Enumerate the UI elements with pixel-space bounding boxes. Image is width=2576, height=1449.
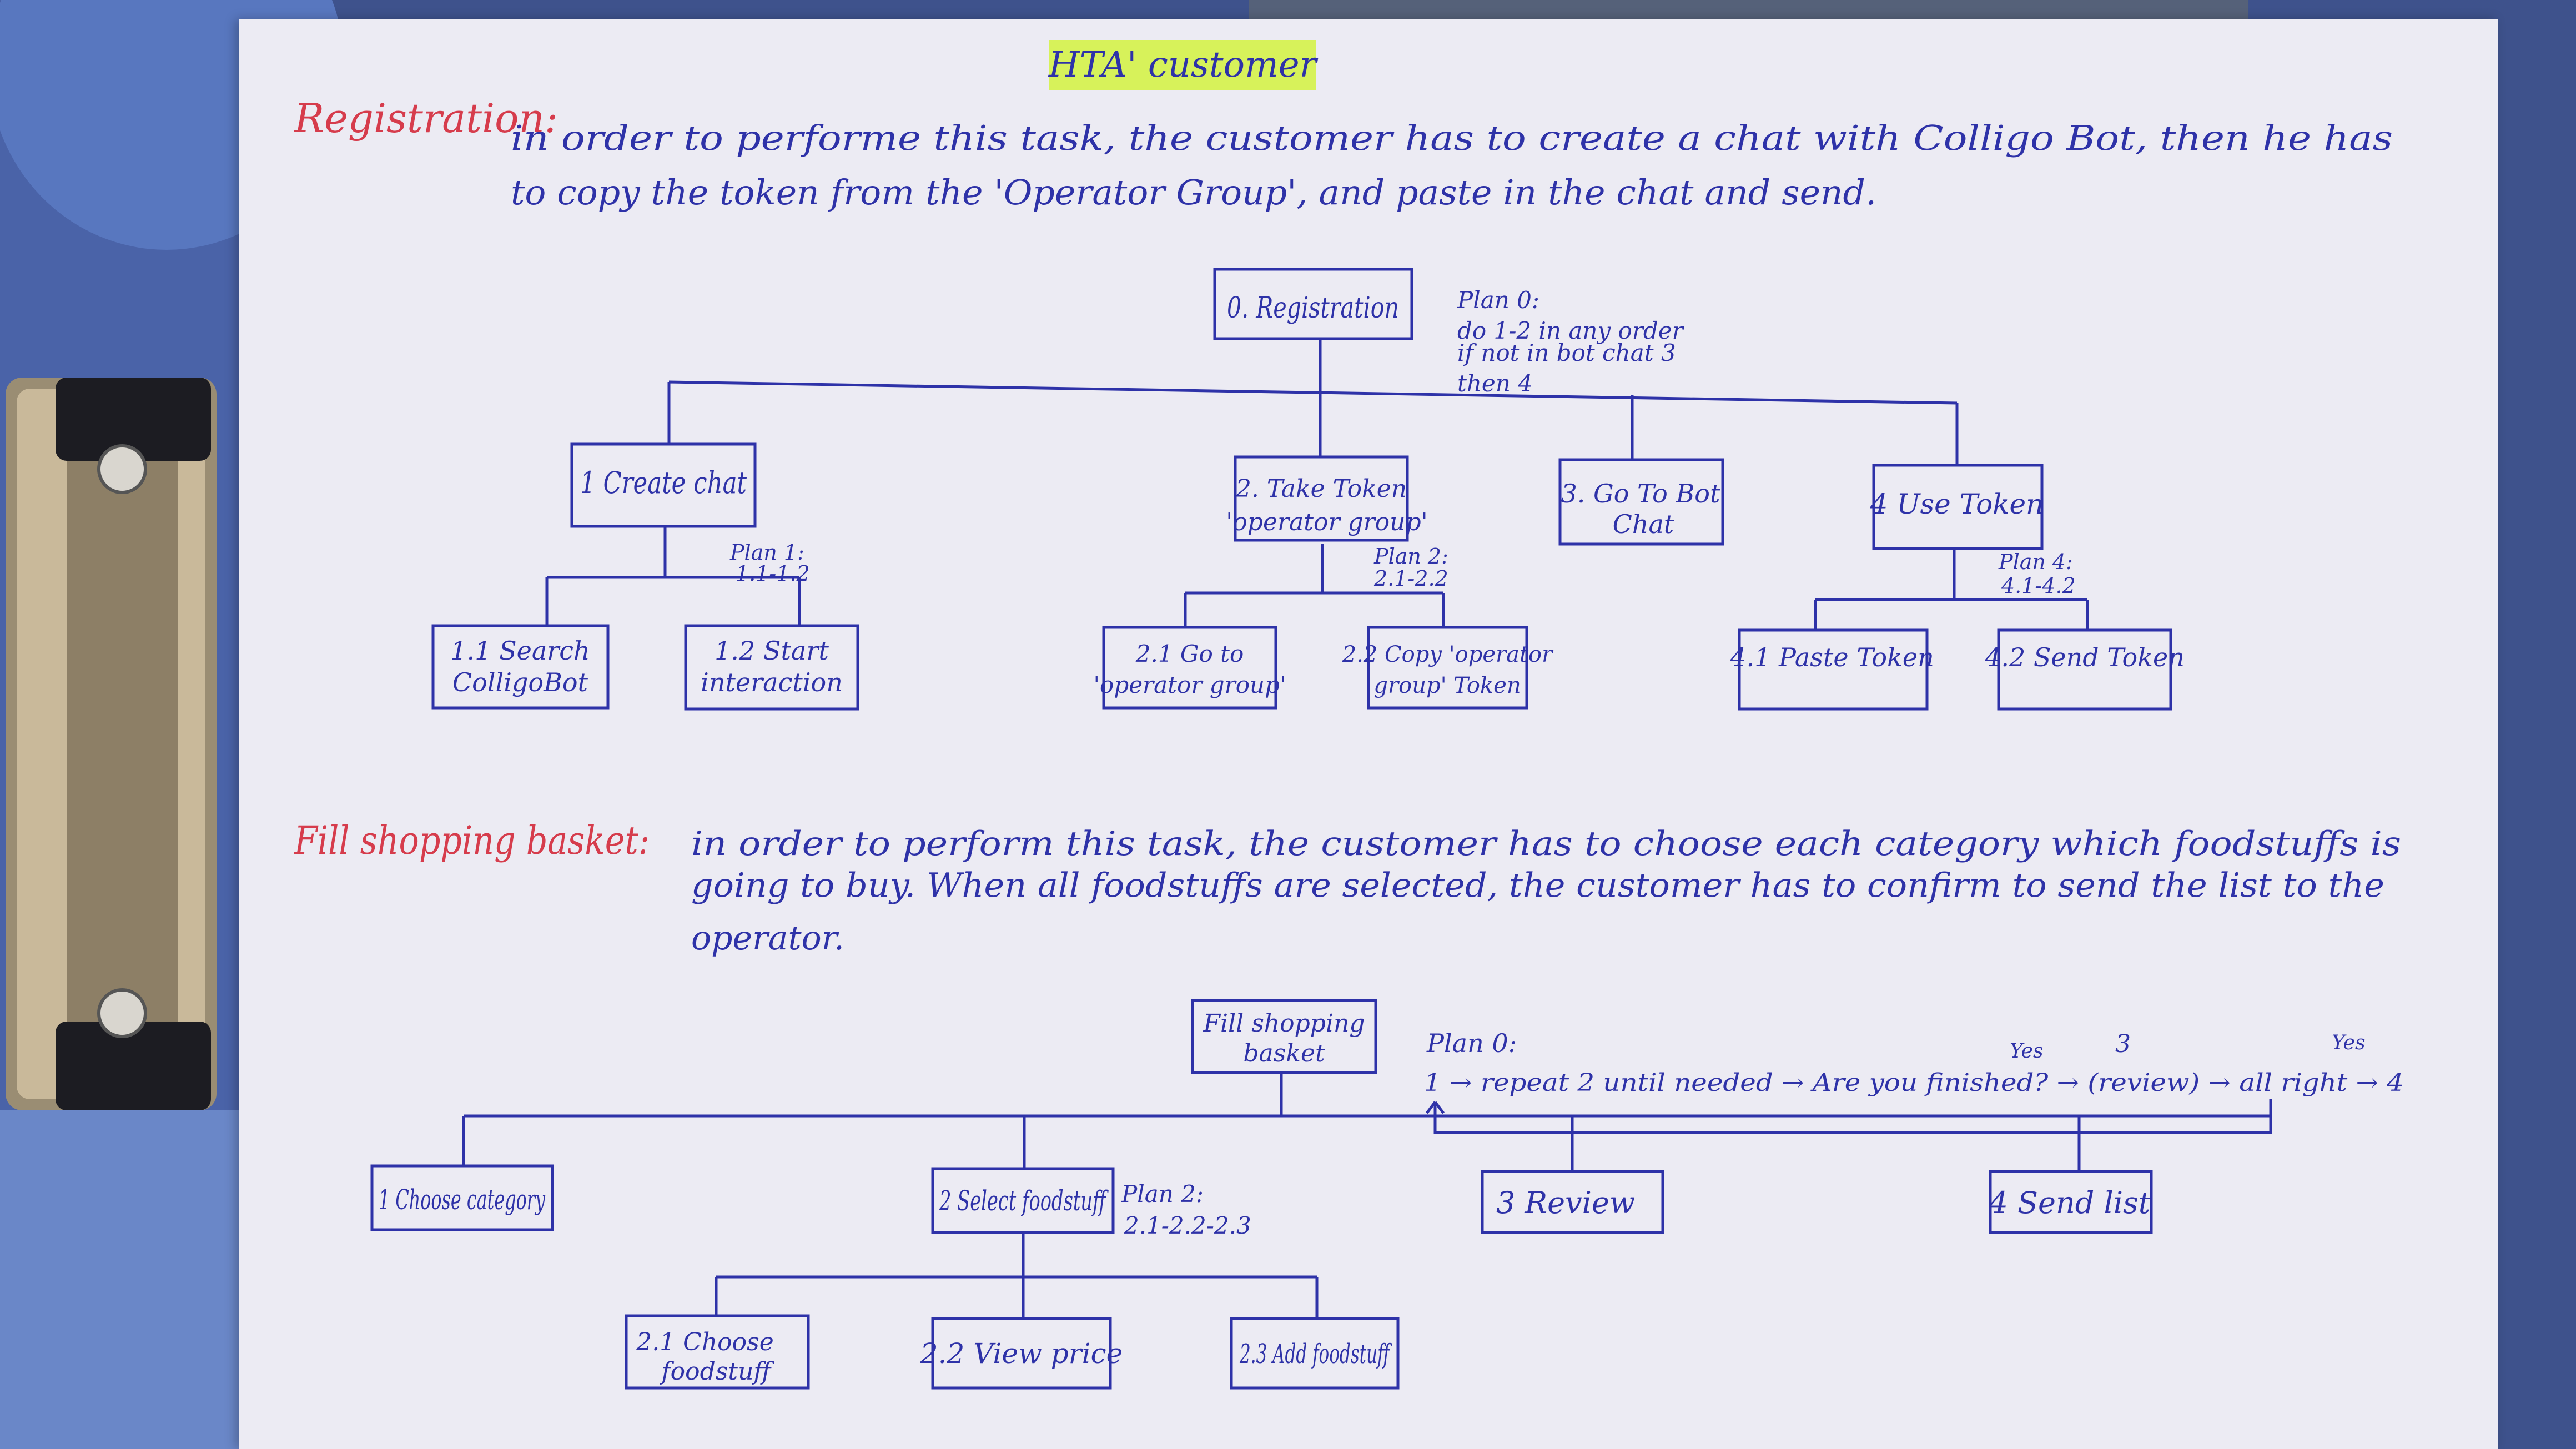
node-use-token: 4 Use Token bbox=[1870, 488, 2044, 520]
node-go-to-bot-chat: 3. Go To Bot Chat bbox=[1561, 479, 1720, 539]
node-go-to-bot-chat-line-2: Chat bbox=[1613, 509, 1674, 539]
plan-0-yes-2: Yes bbox=[2332, 1032, 2365, 1054]
node-fill-basket-line-1: Fill shopping bbox=[1203, 1009, 1365, 1038]
plan-4-line-2: 4.1-4.2 bbox=[2001, 573, 2076, 598]
plan-2-line-2: 2.1-2.2 bbox=[1373, 566, 1448, 591]
node-create-chat: 1 Create chat bbox=[580, 465, 747, 500]
node-copy-token-line-1: 2.2 Copy 'operator bbox=[1342, 642, 1554, 667]
basket-heading: Fill shopping basket: bbox=[293, 818, 650, 863]
plan-0-line-1: Plan 0: bbox=[1457, 286, 1539, 314]
node-fill-shopping-basket: Fill shopping basket bbox=[1203, 1009, 1365, 1068]
plan-0-line-2: do 1-2 in any order bbox=[1457, 317, 1685, 344]
node-send-list: 4 Send list bbox=[1989, 1185, 2151, 1220]
plan-1-line-2: 1.1-1.2 bbox=[736, 561, 810, 586]
node-search-colligobot-line-1: 1.1 Search bbox=[450, 636, 590, 666]
plan-1: Plan 1: 1.1-1.2 bbox=[729, 540, 810, 586]
page-title: HTA' customer bbox=[1048, 44, 1319, 85]
clipboard-clip bbox=[6, 378, 217, 1110]
registration-heading: Registration: bbox=[293, 95, 558, 142]
paper-sheet bbox=[239, 19, 2498, 1449]
plan-2-basket-line-1: Plan 2: bbox=[1121, 1180, 1204, 1208]
registration-description-line-1: in order to performe this task, the cust… bbox=[511, 118, 2393, 158]
connector-lines bbox=[462, 340, 2272, 1319]
node-go-to-operator-group-line-2: 'operator group' bbox=[1093, 671, 1286, 698]
node-boxes bbox=[370, 268, 2172, 1390]
plan-2-registration: Plan 2: 2.1-2.2 bbox=[1373, 544, 1448, 591]
node-take-token: 2. Take Token 'operator group' bbox=[1226, 475, 1428, 536]
node-search-colligobot-line-2: ColligoBot bbox=[452, 667, 588, 697]
node-choose-foodstuff-line-2: foodstuff bbox=[660, 1357, 774, 1386]
node-take-token-line-2: 'operator group' bbox=[1226, 508, 1428, 536]
node-registration-root: 0. Registration bbox=[1227, 291, 1399, 325]
plan-0-registration: Plan 0: do 1-2 in any order if not in bo… bbox=[1457, 286, 1685, 397]
plan-0-line-3: if not in bot chat 3 bbox=[1457, 339, 1676, 366]
node-choose-foodstuff: 2.1 Choose foodstuff bbox=[636, 1328, 774, 1386]
node-search-colligobot: 1.1 Search ColligoBot bbox=[450, 636, 590, 697]
plan-0-basket-steps: 1 → repeat 2 until needed → Are you fini… bbox=[1424, 1069, 2404, 1097]
node-go-to-operator-group-line-1: 2.1 Go to bbox=[1135, 640, 1244, 667]
node-view-price: 2.2 View price bbox=[920, 1337, 1123, 1370]
node-go-to-operator-group: 2.1 Go to 'operator group' bbox=[1093, 640, 1286, 698]
plan-0-step-3: 3 bbox=[2115, 1030, 2131, 1058]
node-choose-category: 1 Choose category bbox=[379, 1184, 545, 1216]
node-start-interaction-line-1: 1.2 Start bbox=[715, 636, 829, 666]
node-fill-basket-line-2: basket bbox=[1243, 1039, 1325, 1068]
plan-2-basket-line-2: 2.1-2.2-2.3 bbox=[1124, 1212, 1251, 1239]
title-highlight bbox=[1049, 40, 1316, 90]
node-start-interaction-line-2: interaction bbox=[701, 667, 843, 697]
plan-0-line-4: then 4 bbox=[1457, 370, 1533, 397]
node-review: 3 Review bbox=[1496, 1185, 1635, 1220]
plan-2-line-1: Plan 2: bbox=[1373, 544, 1448, 568]
plan-0-yes-1: Yes bbox=[2010, 1040, 2043, 1063]
node-copy-operator-group-token: 2.2 Copy 'operator group' Token bbox=[1342, 642, 1554, 698]
node-choose-foodstuff-line-1: 2.1 Choose bbox=[636, 1328, 774, 1356]
node-take-token-line-1: 2. Take Token bbox=[1235, 475, 1407, 503]
basket-description-line-1: in order to perform this task, the custo… bbox=[691, 824, 2401, 863]
node-add-foodstuff: 2.3 Add foodstuff bbox=[1239, 1339, 1392, 1370]
plan-0-basket-title: Plan 0: bbox=[1426, 1028, 1517, 1058]
node-go-to-bot-chat-line-1: 3. Go To Bot bbox=[1561, 479, 1720, 509]
plan-4-line-1: Plan 4: bbox=[1998, 550, 2073, 574]
node-paste-token: 4.1 Paste Token bbox=[1729, 642, 1934, 672]
basket-description-line-3: operator. bbox=[691, 919, 844, 958]
plan-4: Plan 4: 4.1-4.2 bbox=[1998, 550, 2076, 598]
plan-2-basket: Plan 2: 2.1-2.2-2.3 bbox=[1121, 1180, 1251, 1239]
node-start-interaction: 1.2 Start interaction bbox=[701, 636, 843, 697]
registration-description-line-2: to copy the token from the 'Operator Gro… bbox=[511, 172, 1876, 213]
plan-1-line-1: Plan 1: bbox=[729, 540, 804, 565]
node-send-token: 4.2 Send Token bbox=[1984, 642, 2185, 672]
node-select-foodstuff: 2 Select foodstuff bbox=[939, 1185, 1109, 1217]
basket-description-line-2: going to buy. When all foodstuffs are se… bbox=[691, 866, 2384, 905]
clip-rivet-bottom bbox=[97, 988, 147, 1038]
node-copy-token-line-2: group' Token bbox=[1373, 673, 1521, 698]
clip-rivet-top bbox=[97, 444, 147, 494]
